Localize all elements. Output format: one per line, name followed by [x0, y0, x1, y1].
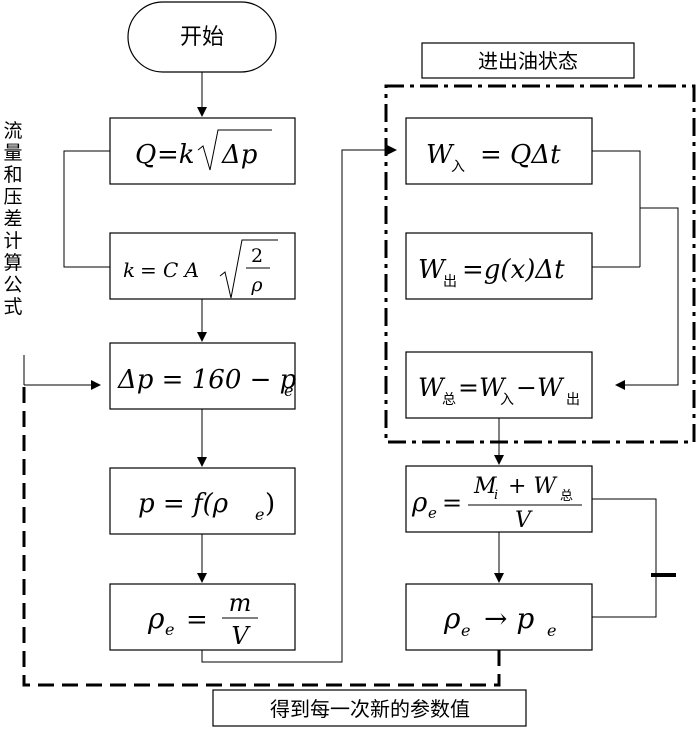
win-rhs: = QΔt	[480, 140, 561, 170]
formula-box-win	[405, 117, 593, 185]
side-label-flow-pressure: 流量和压差计算公式	[3, 120, 23, 318]
rho2-num-sub: 总	[560, 489, 573, 504]
k-ca: C A	[163, 258, 199, 282]
k-num: 2	[251, 245, 263, 267]
feedback-loop-dashed	[22, 385, 501, 687]
bottom-label: 得到每一次新的参数值	[270, 697, 470, 721]
formula-box-wout	[405, 232, 593, 300]
p-sub: e	[255, 505, 264, 524]
wout-rhs: =g(x)Δt	[462, 255, 565, 285]
wtot-minus: −W	[516, 373, 565, 402]
wtot-sub2: 入	[500, 392, 514, 408]
rho2-den: V	[515, 508, 533, 533]
win-w: W	[426, 140, 455, 170]
k-eq: =	[140, 258, 157, 282]
p-lhs: p = f(ρ	[138, 489, 229, 519]
q-sqrt-sign	[197, 129, 272, 171]
oil-state-group	[384, 84, 696, 444]
formula-box-wtotal	[405, 351, 593, 419]
dp-sub: e	[284, 381, 293, 400]
win-sub: 入	[451, 159, 465, 175]
rho2-eq: =	[442, 489, 462, 517]
wtot-sub: 总	[442, 392, 456, 408]
q-rad: Δp	[221, 140, 258, 170]
q-eq: =k	[157, 140, 195, 170]
oil-state-title-box	[421, 42, 635, 79]
p-close: )	[265, 489, 275, 519]
formula-box-conv	[405, 583, 593, 651]
rho-lhs: ρ	[147, 602, 165, 635]
rho-num: m	[229, 589, 252, 617]
k-den: ρ	[250, 274, 263, 296]
rho-eq: =	[186, 605, 208, 635]
formula-box-q	[109, 117, 296, 185]
k-lhs: k	[123, 258, 135, 282]
oil-state-title: 进出油状态	[478, 49, 578, 73]
conv-lhs: ρ	[443, 602, 461, 635]
connector-rho-to-win	[201, 145, 397, 663]
conv-sub2: e	[547, 621, 556, 640]
rho2-num-m: M	[473, 474, 497, 499]
connector-w-to-total	[592, 150, 679, 390]
wtot-w: W	[418, 373, 446, 402]
wtot-sub3: 出	[566, 392, 580, 408]
start-label: 开始	[180, 25, 224, 50]
rho-sub: e	[165, 620, 174, 639]
conv-arrow: → p	[484, 602, 534, 635]
wout-w: W	[418, 255, 447, 285]
wtot-eq: =W	[458, 373, 507, 402]
rho2-num-i: i	[494, 488, 498, 503]
connector-rho2-conv-right	[592, 498, 657, 618]
formula-box-k	[109, 232, 296, 300]
dp-lhs: Δp = 160 − p	[117, 365, 297, 395]
q-lhs: Q	[135, 140, 156, 170]
rho2-lhs: ρ	[411, 488, 428, 518]
bottom-label-box	[212, 689, 527, 727]
rho2-sub: e	[428, 504, 437, 522]
connector-q-k	[63, 150, 110, 268]
formula-box-rho	[109, 583, 296, 651]
wout-sub: 出	[443, 274, 457, 290]
rho-den: V	[231, 622, 251, 650]
rho2-num-plus: + W	[508, 474, 558, 499]
k-sqrt-sign	[219, 239, 278, 299]
conv-sub: e	[461, 621, 470, 640]
